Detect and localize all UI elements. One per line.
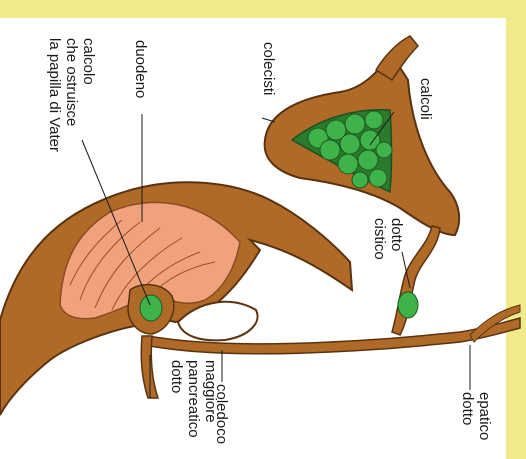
label-coledoco-text: coledoco xyxy=(213,384,230,444)
label-dotto-pancreatico: dotto pancreatico maggiore xyxy=(168,360,219,438)
label-dotto-pancreatico-line2: pancreatico xyxy=(185,360,202,438)
label-dotto-cistico: dotto cistico xyxy=(371,218,405,260)
cystic-duct-stone xyxy=(398,292,418,318)
label-dotto-cistico-line2: cistico xyxy=(371,218,388,260)
label-dotto-epatico-line1: dotto xyxy=(459,392,476,425)
label-duodeno: duodeno xyxy=(132,40,149,98)
label-colecisti: colecisti xyxy=(260,42,277,95)
label-calcolo: calcolo che ostruisce la papilla di Vate… xyxy=(46,38,97,152)
label-dotto-cistico-line1: dotto xyxy=(388,218,405,251)
label-calcoli-text: calcoli xyxy=(417,78,434,120)
label-calcolo-line1: calcolo xyxy=(80,38,97,85)
label-dotto-epatico: dotto epatico xyxy=(459,392,493,440)
papilla-stone xyxy=(140,295,162,321)
label-duodeno-text: duodeno xyxy=(132,40,149,98)
label-coledoco: coledoco xyxy=(213,384,230,444)
label-dotto-pancreatico-line1: dotto xyxy=(168,360,185,393)
label-calcolo-line3: la papilla di Vater xyxy=(46,38,63,152)
label-colecisti-text: colecisti xyxy=(260,42,277,95)
label-calcolo-line2: che ostruisce xyxy=(63,38,80,126)
gallbladder-neck xyxy=(376,36,418,80)
label-dotto-epatico-line2: epatico xyxy=(476,392,493,440)
label-calcoli: calcoli xyxy=(417,78,434,120)
